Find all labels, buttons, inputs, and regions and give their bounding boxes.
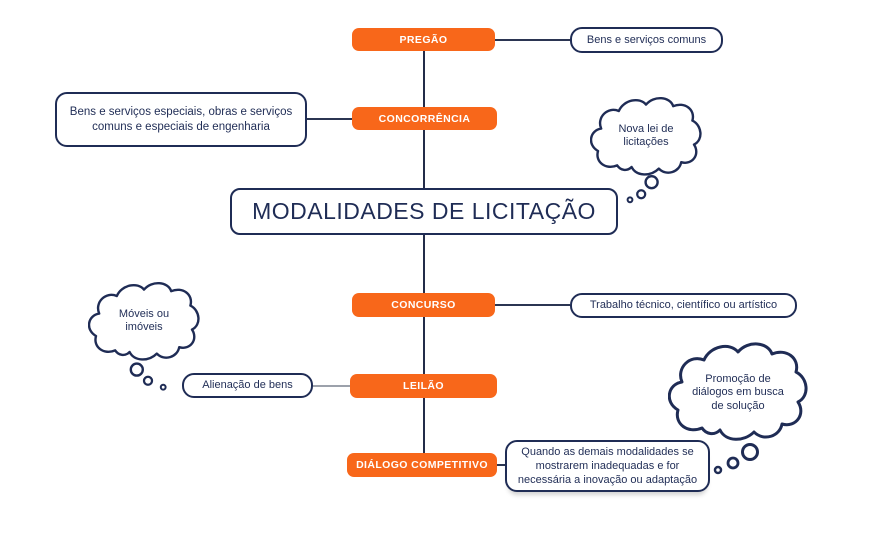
note-leilao: Alienação de bens — [182, 373, 313, 398]
thought-cloud-nova-lei: Nova lei de licitações — [590, 95, 702, 207]
modality-concurso: CONCURSO — [352, 293, 495, 317]
modality-pregao: PREGÃO — [352, 28, 495, 51]
thought-bubble-icon — [590, 97, 702, 204]
modality-concorrencia: CONCORRÊNCIA — [352, 107, 497, 130]
thought-bubble-icon — [668, 342, 808, 475]
note-concorrencia: Bens e serviços especiais, obras e servi… — [55, 92, 307, 147]
thought-text-moveis: Móveis ou imóveis — [118, 308, 170, 334]
thought-cloud-promocao: Promoção de diálogos em busca de solução — [668, 340, 808, 476]
thought-bubble-icon — [88, 282, 200, 391]
spine-connector-line — [423, 40, 425, 465]
connector-concorrencia-note — [307, 118, 352, 120]
connector-dialogo-note — [497, 464, 505, 466]
thought-text-promocao: Promoção de diálogos em busca de solução — [692, 373, 784, 412]
note-dialogo-competitivo: Quando as demais modalidades se mostrare… — [505, 440, 710, 492]
diagram-title: MODALIDADES DE LICITAÇÃO — [230, 188, 618, 235]
connector-concurso-note — [495, 304, 570, 306]
modality-dialogo-competitivo: DIÁLOGO COMPETITIVO — [347, 453, 497, 477]
thought-cloud-moveis: Móveis ou imóveis — [88, 280, 200, 392]
connector-leilao-note — [313, 385, 350, 387]
connector-pregao-note — [495, 39, 570, 41]
note-concurso: Trabalho técnico, científico ou artístic… — [570, 293, 797, 318]
thought-text-nova-lei: Nova lei de licitações — [618, 123, 674, 149]
modality-leilao: LEILÃO — [350, 374, 497, 398]
note-pregao: Bens e serviços comuns — [570, 27, 723, 53]
